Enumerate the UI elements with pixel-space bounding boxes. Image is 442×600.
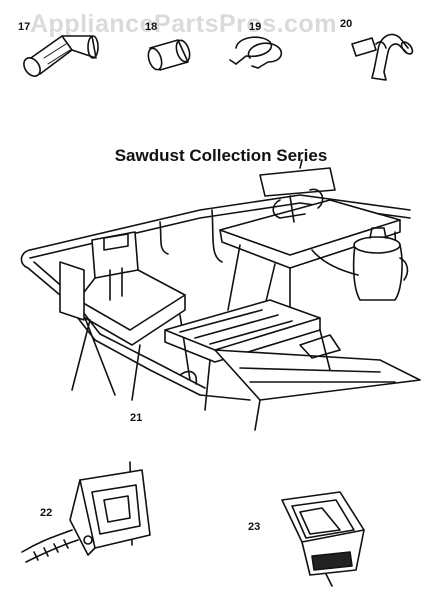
part-18-coupler-illustration [147, 39, 191, 71]
part-number-17: 17 [18, 21, 31, 33]
part-19-clamp-illustration [229, 36, 283, 69]
part-number-23: 23 [248, 521, 261, 533]
part-21-system-illustration [20, 159, 421, 431]
part-number-19: 19 [249, 21, 262, 33]
part-number-22: 22 [40, 507, 53, 519]
part-number-21: 21 [130, 412, 143, 424]
diagram-title: Sawdust Collection Series [114, 146, 328, 165]
part-22-hood-illustration [21, 461, 151, 563]
part-number-18: 18 [145, 21, 158, 33]
part-20-elbow-illustration [351, 33, 414, 81]
part-23-chute-illustration [281, 491, 365, 587]
part-number-20: 20 [340, 18, 353, 30]
part-17-adapter-illustration [23, 35, 99, 77]
